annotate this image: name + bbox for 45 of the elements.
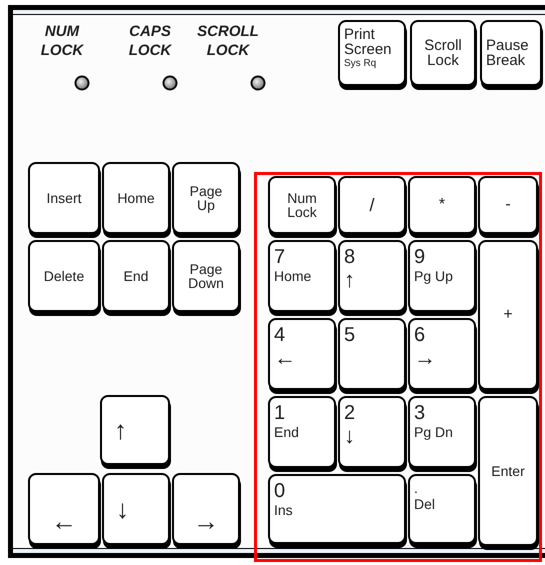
key-label: + (503, 306, 513, 324)
key-label: 3 (414, 402, 426, 424)
key-label: 4 (274, 324, 286, 346)
key-label: → (193, 507, 219, 535)
key-label: 2 (344, 402, 356, 424)
key-label: 8 (344, 246, 356, 268)
key-label: Del (414, 496, 436, 512)
key-label: 5 (344, 324, 356, 346)
key-label: Pg Up (414, 268, 453, 284)
key-label: Num Lock (286, 190, 318, 220)
key-label: Delete (44, 268, 84, 284)
key-label: Page Up (188, 183, 224, 213)
indicator-label: NUM LOCK (40, 22, 85, 60)
key-label: Enter (491, 463, 525, 479)
key-label: Home (274, 268, 312, 284)
indicator-label: CAPS LOCK (128, 22, 173, 60)
key-label: Pg Dn (414, 424, 453, 440)
key-label: 9 (414, 246, 426, 268)
key-label: ↓ (344, 424, 355, 448)
key-label: / (369, 195, 374, 215)
key-label: Print Screen (344, 26, 393, 58)
key-label: ↓ (116, 495, 129, 523)
key-label: End (124, 268, 148, 284)
key-label: Pause Break (486, 37, 530, 69)
key-label: ← (51, 507, 77, 535)
key-label: ← (274, 346, 296, 370)
key-label: 7 (274, 246, 286, 268)
key-label: . (414, 480, 418, 496)
indicator-label: SCROLL LOCK (196, 22, 260, 60)
key-label: Home (117, 190, 155, 206)
key-label: Ins (274, 502, 293, 518)
key-label: ↑ (344, 268, 355, 292)
key-label: - (505, 196, 511, 214)
key-label: Insert (46, 190, 82, 206)
key-label: End (274, 424, 299, 440)
highlight-frame (254, 172, 542, 562)
key-label: 6 (414, 324, 426, 346)
key-label: 0 (274, 480, 286, 502)
key-label: 1 (274, 402, 286, 424)
key-label: Scroll Lock (423, 37, 463, 69)
key-label: Page Down (187, 261, 225, 291)
key-label: → (414, 346, 436, 370)
key-label: * (438, 196, 446, 214)
key-label: Sys Rq (344, 58, 376, 70)
key-label: ↑ (114, 416, 127, 444)
